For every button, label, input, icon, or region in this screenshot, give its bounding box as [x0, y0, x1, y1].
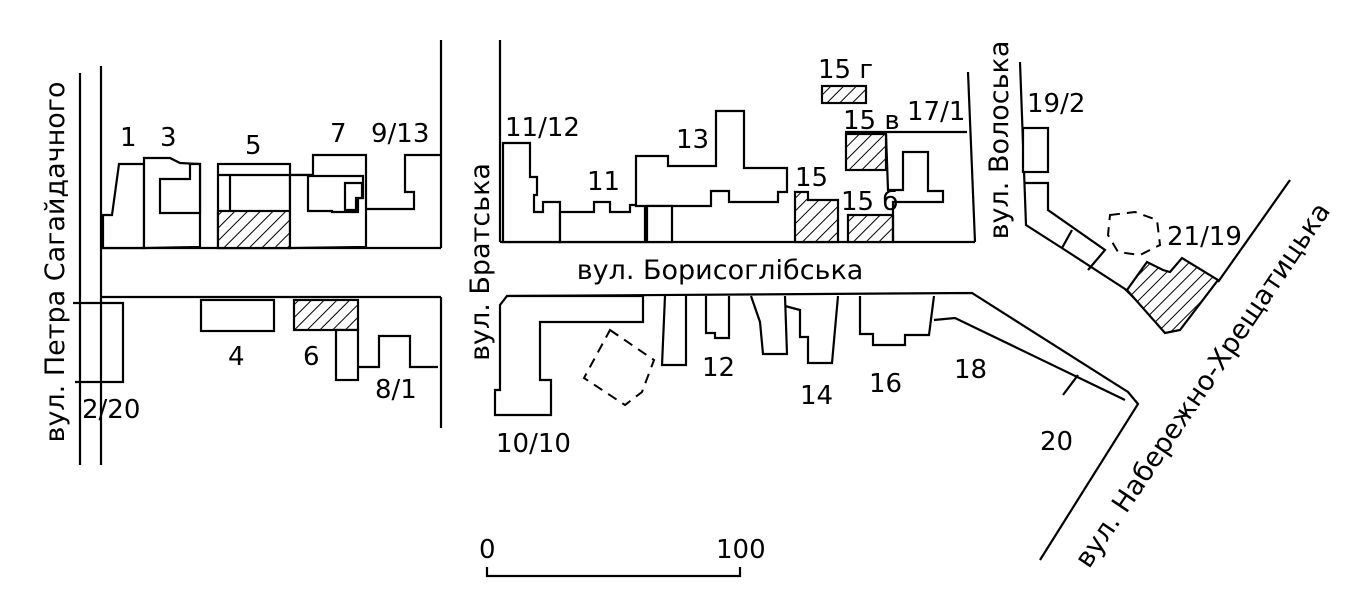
building-number: 15 б — [841, 187, 898, 217]
building-number: 3 — [160, 123, 177, 153]
buildings-southwest — [73, 298, 438, 384]
buildings-middle-north — [501, 84, 945, 244]
building-number: 16 — [869, 369, 902, 399]
building-number: 15 — [795, 163, 828, 193]
building-number: 7 — [330, 119, 347, 149]
building-number: 15 г — [818, 55, 873, 85]
building-number: 11 — [587, 167, 620, 197]
building-number: 1 — [120, 123, 137, 153]
buildings-east — [1021, 126, 1220, 335]
scale-bar: 0 100 — [479, 535, 766, 578]
building-number: 5 — [245, 131, 262, 161]
building-number: 2/20 — [82, 395, 140, 425]
buildings-middle-south — [493, 294, 1126, 417]
building-number: 9/13 — [371, 119, 429, 149]
building-number: 4 — [228, 342, 245, 372]
building-number: 15 в — [843, 106, 900, 136]
street-label-borysohlibska: вул. Борисоглібська — [577, 255, 864, 286]
building-number: 11/12 — [505, 113, 580, 143]
building-number: 19/2 — [1027, 89, 1085, 119]
building-number: 14 — [800, 381, 833, 411]
building-number: 13 — [676, 125, 709, 155]
building-number: 20 — [1040, 427, 1073, 457]
building-number: 18 — [954, 355, 987, 385]
street-label-naberezhno: вул. Набережно-Хрещатицька — [1069, 197, 1337, 573]
buildings-northwest — [101, 153, 441, 250]
street-label-voloska: вул. Волоська — [984, 41, 1015, 240]
street-label-bratska: вул. Братська — [465, 163, 496, 361]
street-label-sahaidachnoho: вул. Петра Сагайдачного — [40, 82, 71, 443]
scale-label-start: 0 — [479, 535, 496, 565]
building-number: 21/19 — [1167, 222, 1242, 252]
building-number: 10/10 — [496, 429, 571, 459]
building-number: 6 — [303, 342, 320, 372]
building-number: 12 — [702, 353, 735, 383]
building-number: 8/1 — [375, 375, 417, 405]
building-number: 17/1 — [907, 97, 965, 127]
scale-label-end: 100 — [716, 535, 766, 565]
